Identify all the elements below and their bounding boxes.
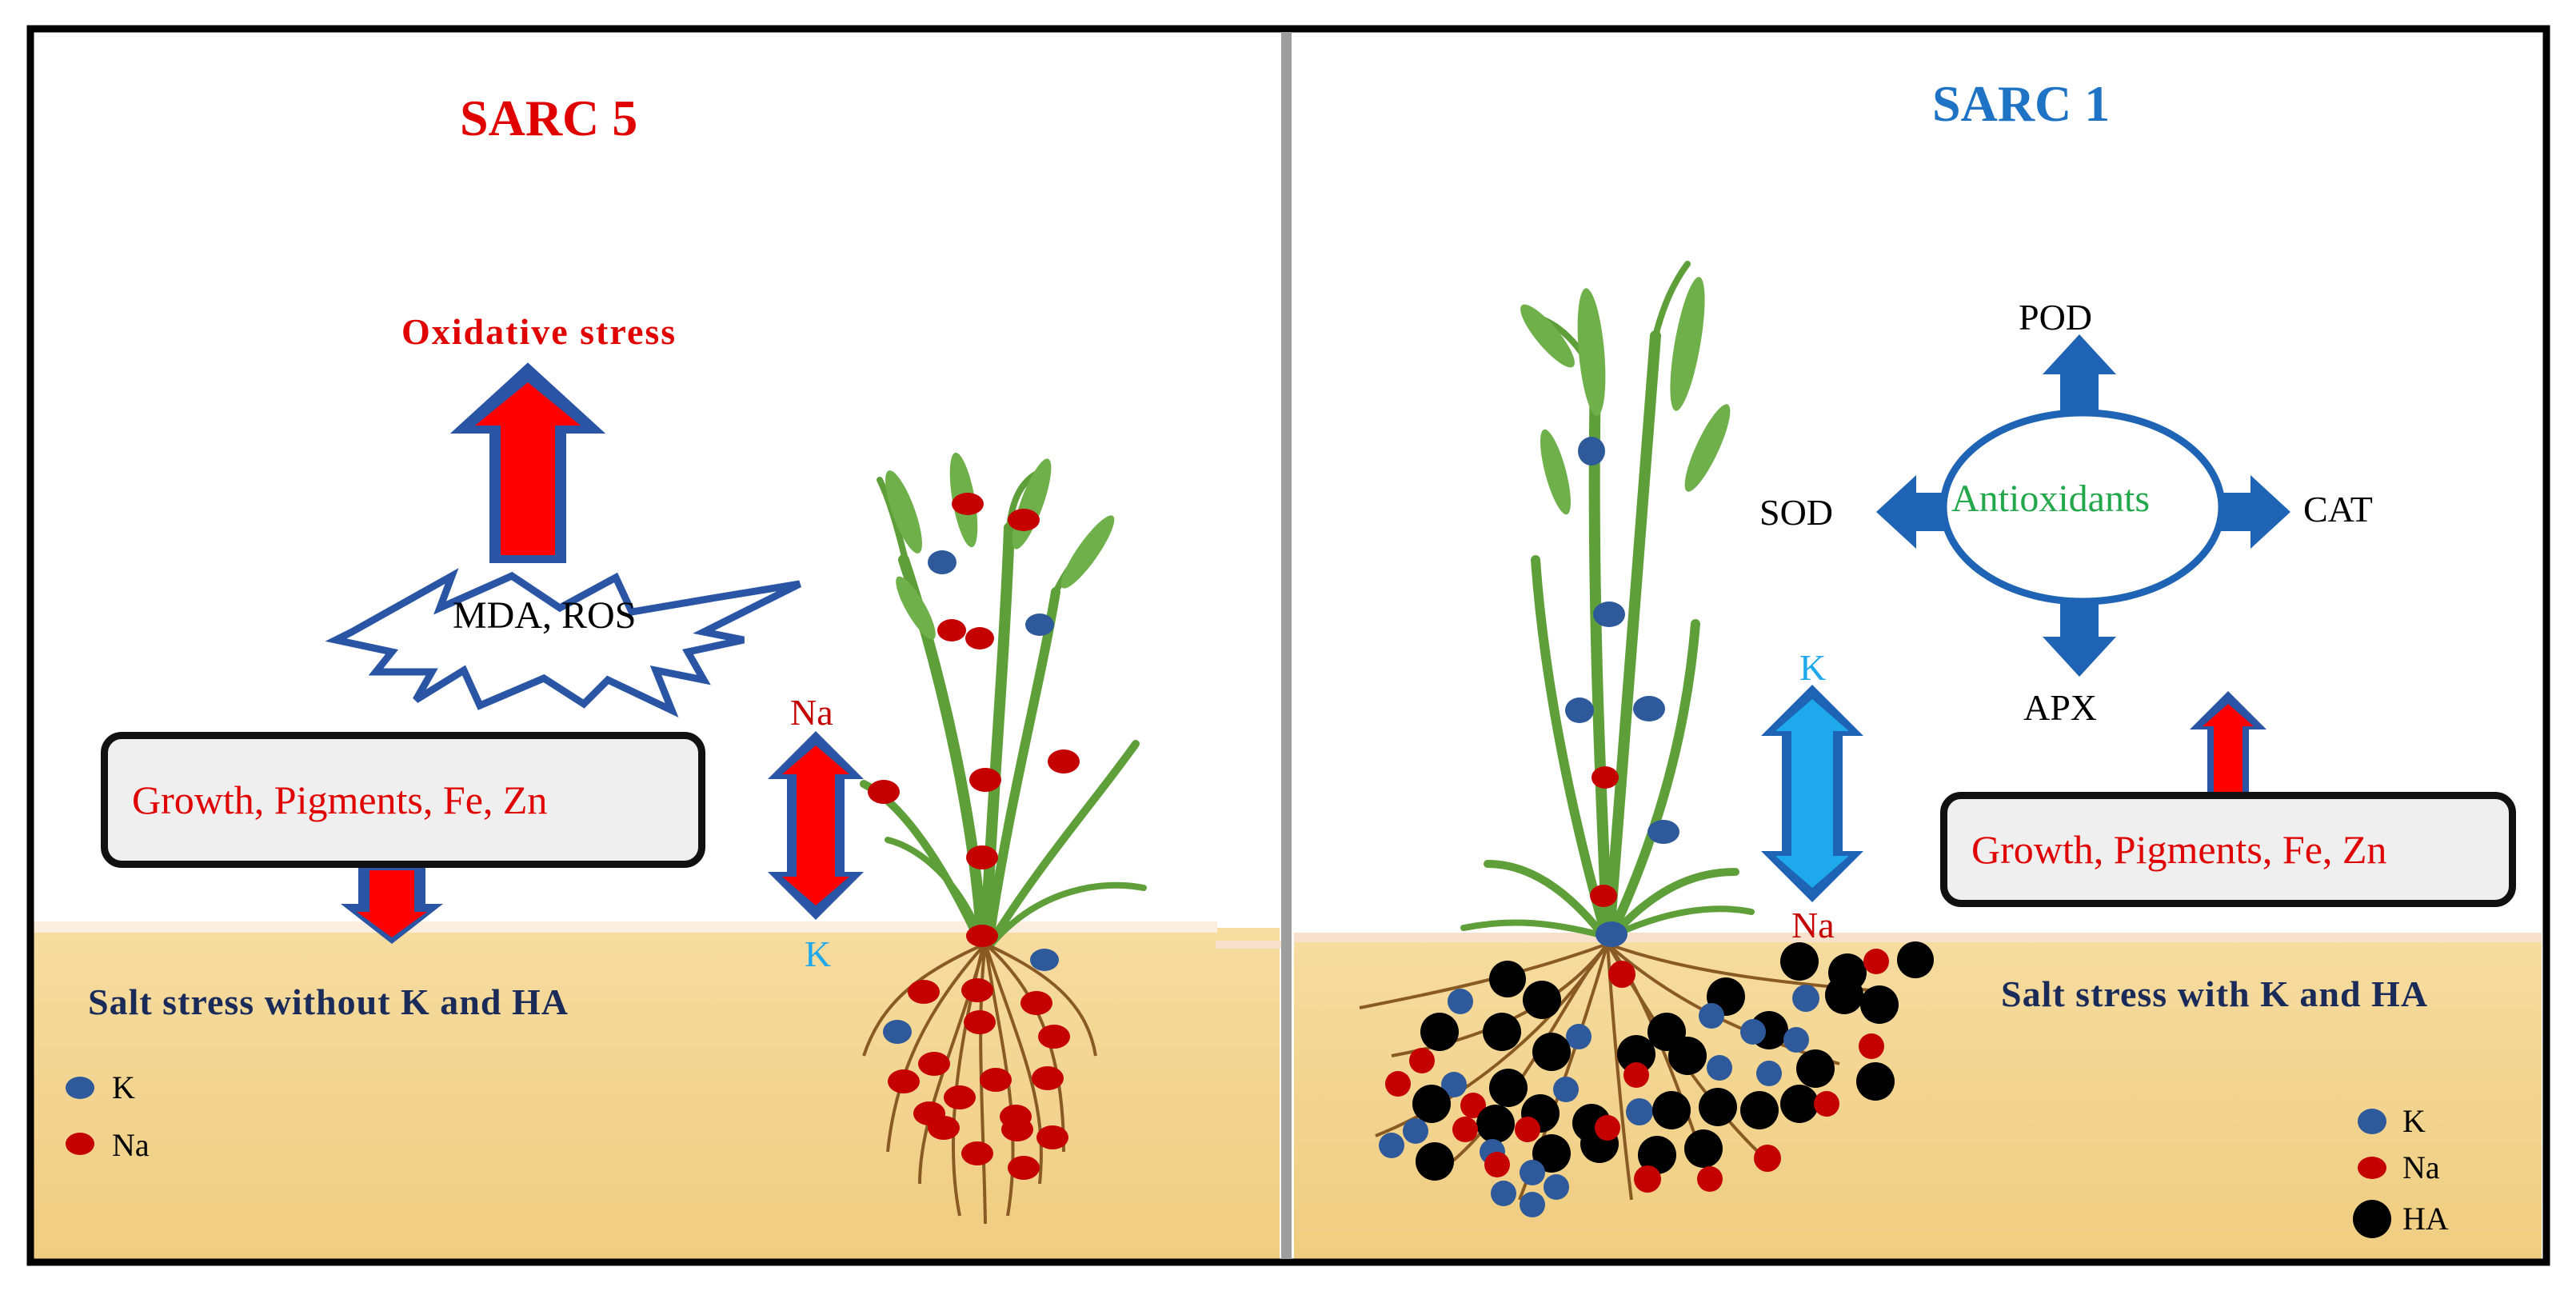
antioxidants-ellipse	[1939, 409, 2226, 606]
panel-divider	[1281, 32, 1292, 1259]
legend-na-dot-right	[2358, 1157, 2386, 1179]
legend-k-dot-right	[2358, 1109, 2386, 1134]
enzyme-apx: APX	[2023, 687, 2098, 728]
right-soil-particles	[1379, 941, 1934, 1217]
right-growth-box: Growth, Pigments, Fe, Zn	[1940, 792, 2516, 907]
left-growth-box-text: Growth, Pigments, Fe, Zn	[132, 777, 548, 822]
mda-ros-burst	[325, 568, 802, 717]
right-legend-k: K	[2402, 1103, 2426, 1139]
right-plant-ion-dots	[1565, 437, 1679, 947]
antioxidant-arrows	[1876, 334, 2290, 677]
right-soil-label: Salt stress with K and HA	[2001, 973, 2429, 1014]
enzyme-cat: CAT	[2303, 489, 2373, 530]
enzyme-pod: POD	[2019, 297, 2093, 338]
left-panel-title: SARC 5	[460, 90, 638, 146]
antioxidants-label: Antioxidants	[1951, 478, 2150, 520]
enzyme-sod: SOD	[1759, 492, 1834, 533]
legend-na-dot-left	[66, 1133, 94, 1155]
right-plant	[1460, 261, 1755, 941]
soil-surface-left	[34, 921, 1217, 933]
left-arrow-bottom-label: K	[805, 933, 832, 974]
right-panel-title: SARC 1	[1932, 75, 2111, 132]
left-legend-na: Na	[112, 1127, 150, 1163]
left-soil	[34, 928, 1280, 1259]
soil-surface-right	[1294, 933, 2542, 942]
left-ion-dots	[868, 493, 1080, 1180]
right-arrow-bottom-label: Na	[1791, 905, 1835, 945]
right-growth-box-text: Growth, Pigments, Fe, Zn	[1971, 827, 2387, 872]
legend-ha-dot-right	[2353, 1200, 2391, 1238]
legend-k-dot-left	[66, 1077, 94, 1099]
right-legend-na: Na	[2402, 1149, 2440, 1185]
oxidative-stress-label: Oxidative stress	[401, 311, 677, 352]
mda-ros-label: MDA, ROS	[453, 594, 637, 637]
left-legend-k: K	[112, 1069, 135, 1105]
right-arrow-top-label: K	[1799, 647, 1827, 688]
right-legend-ha: HA	[2402, 1201, 2449, 1237]
left-growth-box: Growth, Pigments, Fe, Zn	[101, 732, 705, 868]
right-plant-ears	[1520, 277, 1731, 515]
left-soil-label: Salt stress without K and HA	[88, 981, 569, 1022]
outer-frame	[26, 25, 2550, 1266]
left-arrow-top-label: Na	[790, 692, 833, 733]
